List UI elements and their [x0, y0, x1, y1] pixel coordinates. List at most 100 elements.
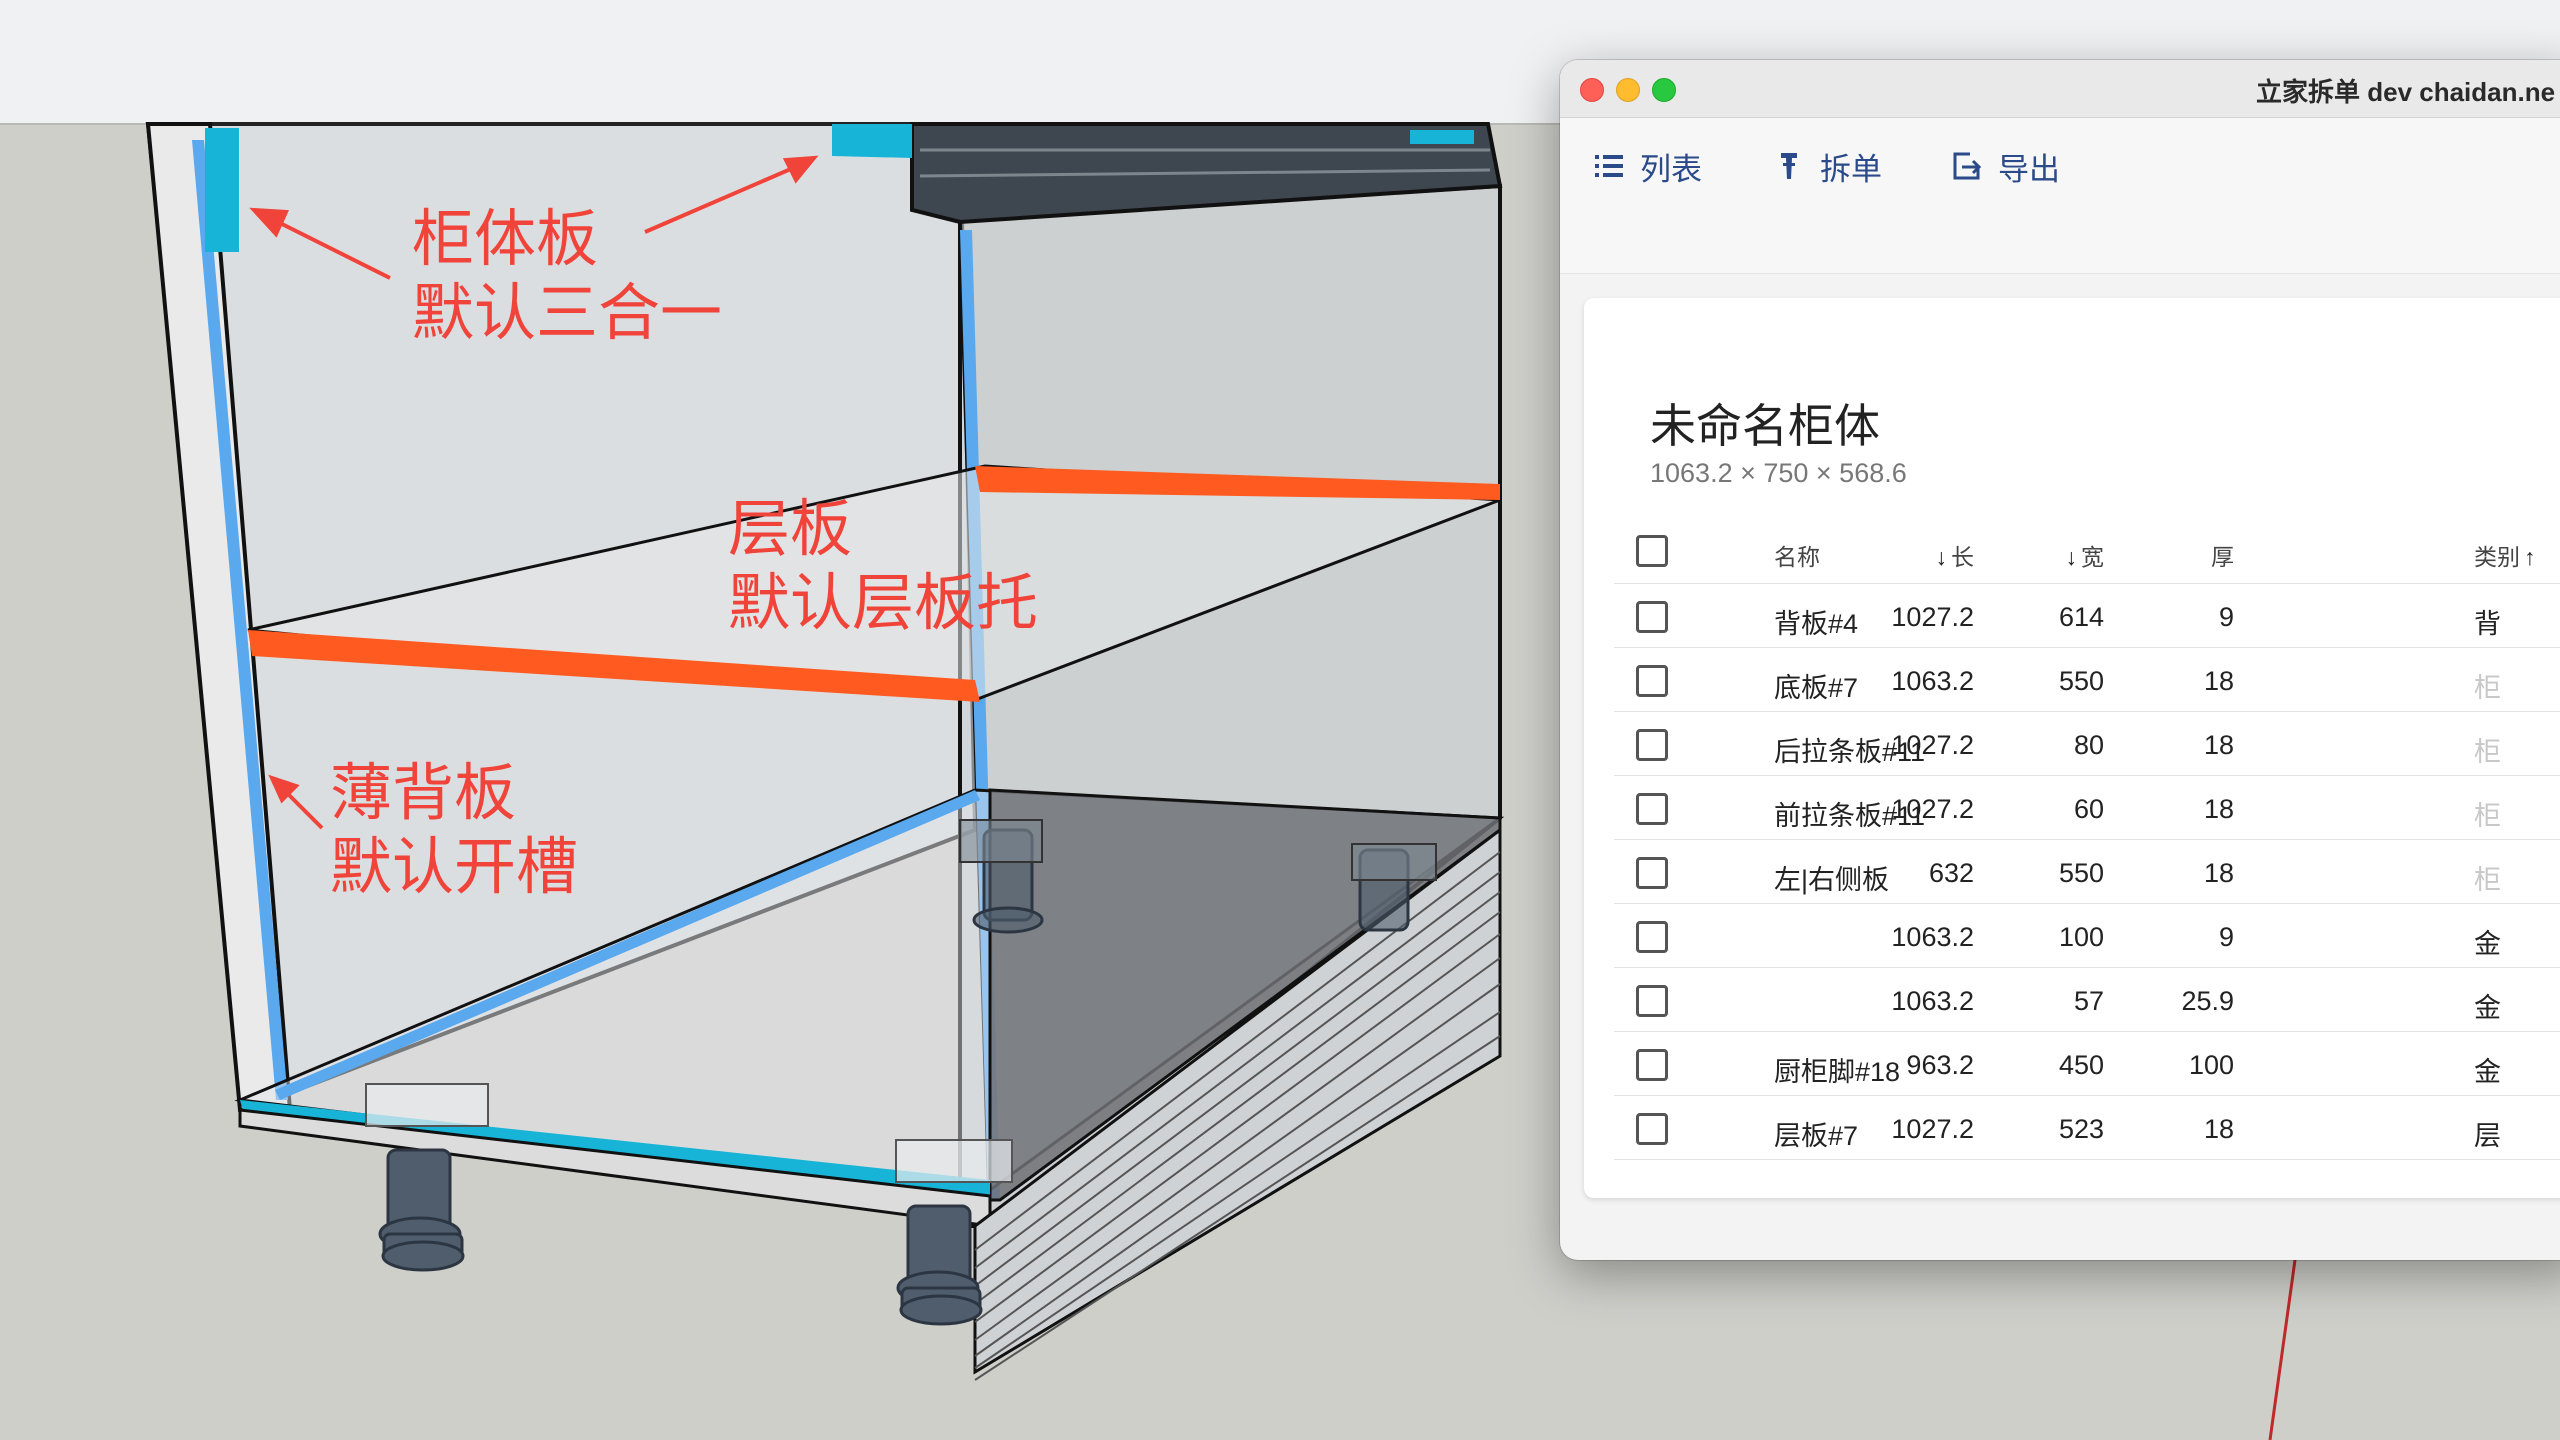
title-bar[interactable]: 立家拆单 dev chaidan.ne — [1560, 60, 2560, 118]
part-length: 1027.2 — [1891, 602, 1974, 632]
export-icon — [1953, 152, 1982, 180]
table-row[interactable]: 底板#7 1063.2 550 18 柜 — [1614, 648, 2560, 712]
row-checkbox[interactable] — [1636, 1113, 1668, 1145]
header-category[interactable]: 类别↑ — [2474, 538, 2540, 572]
minimize-window-button[interactable] — [1616, 78, 1640, 102]
part-category: 金 — [2474, 929, 2501, 959]
part-width: 100 — [2058, 922, 2104, 952]
app-window: 立家拆单 dev chaidan.ne 列表 拆单 — [1560, 60, 2560, 1260]
part-category: 柜 — [2474, 737, 2501, 767]
header-thickness[interactable]: 厚 — [2211, 544, 2234, 570]
part-thickness: 100 — [2188, 1050, 2234, 1080]
header-name[interactable]: 名称 — [1774, 544, 1820, 570]
part-width: 60 — [2073, 794, 2104, 824]
part-name: 底板#7 — [1774, 673, 1859, 703]
list-label: 列表 — [1640, 151, 1702, 188]
toolbar: 列表 拆单 导出 — [1560, 118, 2560, 274]
part-category: 柜 — [2474, 673, 2501, 703]
part-width: 523 — [2058, 1114, 2104, 1144]
part-name: 前拉条板#11 — [1774, 801, 1926, 831]
split-label: 拆单 — [1820, 151, 1882, 188]
part-width: 550 — [2058, 666, 2104, 696]
part-category: 柜 — [2474, 801, 2501, 831]
table-row[interactable]: 背板#4 1027.2 614 9 背 — [1614, 584, 2560, 648]
part-width: 80 — [2073, 730, 2104, 760]
row-checkbox[interactable] — [1636, 985, 1668, 1017]
close-window-button[interactable] — [1580, 78, 1604, 102]
part-thickness: 25.9 — [2181, 986, 2234, 1016]
part-category: 金 — [2474, 993, 2501, 1023]
table-row[interactable]: 层板#7 1027.2 523 18 层 — [1614, 1096, 2560, 1160]
part-category: 金 — [2474, 1057, 2501, 1087]
row-checkbox[interactable] — [1636, 729, 1668, 761]
row-checkbox[interactable] — [1636, 601, 1668, 633]
cabinet-dimensions: 1063.2 × 750 × 568.6 — [1650, 458, 1907, 488]
axis-line — [2268, 1259, 2297, 1440]
part-category: 层 — [2474, 1121, 2501, 1151]
cabinet-name: 未命名柜体 — [1650, 399, 1880, 453]
shelf-front-edge — [248, 630, 980, 702]
part-name: 后拉条板#11 — [1774, 737, 1926, 767]
table-body: 背板#4 1027.2 614 9 背 底板#7 1063.2 550 18 柜… — [1614, 584, 2560, 1160]
part-name: 厨柜脚#18 — [1774, 1057, 1901, 1087]
annotation-line: 薄背板 — [330, 756, 517, 829]
part-thickness: 18 — [2203, 858, 2234, 888]
part-width: 614 — [2058, 602, 2104, 632]
part-length: 963.2 — [1906, 1050, 1974, 1080]
part-width: 550 — [2058, 858, 2104, 888]
part-thickness: 18 — [2203, 666, 2234, 696]
parts-table: 名称 ↓长 ↓宽 厚 类别↑ 背板#4 1027.2 614 9 背 底板#7 … — [1614, 518, 2560, 1160]
annotation-arrows — [249, 155, 819, 830]
split-button[interactable]: 拆单 — [1772, 146, 1882, 188]
row-checkbox[interactable] — [1636, 665, 1668, 697]
table-row[interactable]: 厨柜脚#18 963.2 450 100 金 — [1614, 1032, 2560, 1096]
annotation-cabinet-panel: 柜体板 默认三合一 — [412, 202, 722, 350]
zoom-window-button[interactable] — [1652, 78, 1676, 102]
window-title: 立家拆单 dev chaidan.ne — [2256, 77, 2556, 107]
part-width: 57 — [2073, 986, 2104, 1016]
export-button[interactable]: 导出 — [1950, 146, 2060, 188]
list-button[interactable]: 列表 — [1592, 146, 1702, 188]
table-row[interactable]: 1063.2 100 9 金 — [1614, 904, 2560, 968]
part-name: 背板#4 — [1774, 609, 1859, 639]
arrow-down-icon: ↓ — [2065, 544, 2078, 570]
annotation-line: 层板 — [728, 492, 853, 565]
row-checkbox[interactable] — [1636, 921, 1668, 953]
annotation-line: 默认三合一 — [412, 276, 723, 349]
arrow-down-icon: ↓ — [1935, 544, 1948, 570]
split-icon — [1781, 153, 1797, 179]
part-thickness: 18 — [2203, 730, 2234, 760]
table-row[interactable]: 后拉条板#11 1027.2 80 18 柜 — [1614, 712, 2560, 776]
annotation-line: 柜体板 — [412, 202, 599, 275]
table-row[interactable]: 前拉条板#11 1027.2 60 18 柜 — [1614, 776, 2560, 840]
table-row[interactable]: 1063.2 57 25.9 金 — [1614, 968, 2560, 1032]
header-width[interactable]: ↓宽 — [2066, 538, 2105, 572]
part-thickness: 18 — [2203, 794, 2234, 824]
table-row[interactable]: 左|右侧板 632 550 18 柜 — [1614, 840, 2560, 904]
header-length[interactable]: ↓长 — [1936, 538, 1975, 572]
arrow-up-icon: ↑ — [2524, 544, 2536, 570]
row-checkbox[interactable] — [1636, 1049, 1668, 1081]
row-checkbox[interactable] — [1636, 793, 1668, 825]
part-length: 1063.2 — [1891, 986, 1974, 1016]
annotation-line: 默认开槽 — [330, 830, 579, 903]
select-all-checkbox[interactable] — [1636, 535, 1668, 567]
part-length: 632 — [1928, 858, 1974, 888]
annotation-back-panel: 薄背板 默认开槽 — [330, 756, 578, 904]
header-length-label: 长 — [1951, 544, 1974, 570]
part-thickness: 9 — [2218, 602, 2234, 632]
part-length: 1027.2 — [1891, 730, 1974, 760]
cabinet-card: 未命名柜体 1063.2 × 750 × 568.6 名称 ↓长 ↓宽 厚 类别… — [1584, 298, 2560, 1198]
annotation-shelf: 层板 默认层板托 — [728, 492, 1038, 640]
annotation-line: 默认层板托 — [728, 566, 1039, 639]
row-checkbox[interactable] — [1636, 857, 1668, 889]
list-icon — [1595, 155, 1623, 177]
part-category: 背 — [2474, 609, 2501, 639]
table-header: 名称 ↓长 ↓宽 厚 类别↑ — [1614, 518, 2560, 584]
toe-kick — [973, 826, 1502, 1375]
part-length: 1063.2 — [1891, 922, 1974, 952]
part-name: 左|右侧板 — [1774, 865, 1890, 895]
part-name: 层板#7 — [1774, 1121, 1859, 1151]
header-width-label: 宽 — [2081, 544, 2104, 570]
part-thickness: 9 — [2218, 922, 2234, 952]
